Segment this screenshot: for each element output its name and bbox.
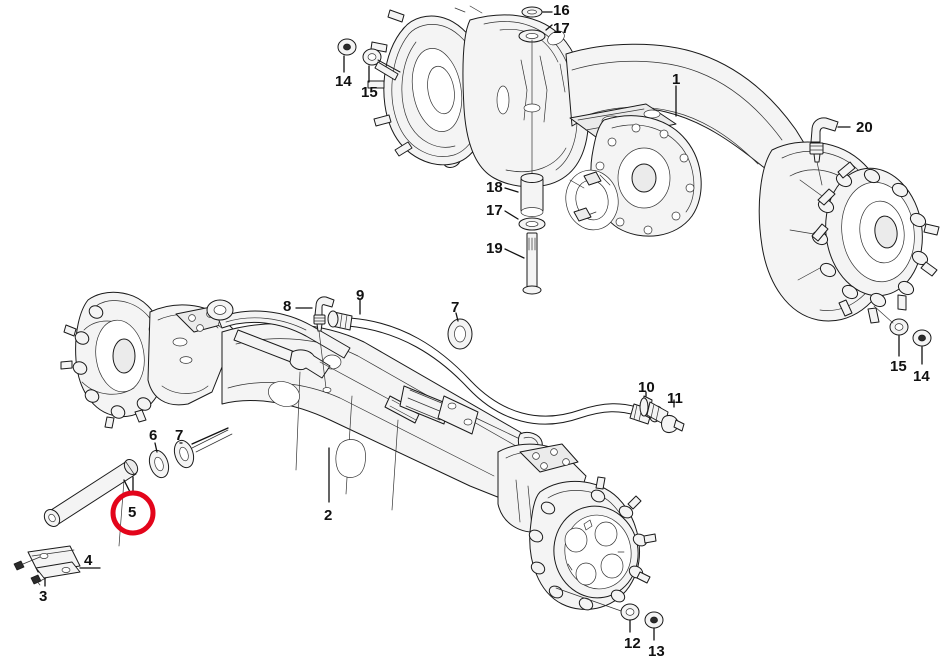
callout-8: 8: [283, 298, 292, 315]
callout-14-upper-left: 14: [335, 73, 352, 90]
callout-5-highlighted: 5: [128, 504, 137, 521]
callout-13: 13: [648, 643, 665, 660]
breather-elbow-fitting: [809, 117, 839, 186]
callout-19: 19: [486, 240, 503, 257]
rear-right-wheel-face: [811, 161, 940, 324]
rear-axle-assembly: [337, 5, 940, 347]
callout-9: 9: [356, 287, 365, 304]
tie-rod-shaft-part-5: [43, 459, 139, 527]
fitting-10-11: [639, 395, 685, 433]
callout-15-upper-left: 15: [361, 84, 378, 101]
callout-20: 20: [856, 119, 873, 136]
callout-14-lower-right: 14: [913, 368, 930, 385]
rear-right-hub: [758, 141, 940, 324]
callout-16: 16: [553, 2, 570, 19]
front-right-hub: [528, 476, 657, 613]
washer-nut-12-13: [620, 603, 664, 629]
callout-7-center: 7: [451, 299, 460, 316]
washers-6-7: [148, 429, 233, 479]
bushing-bolt-stack: [518, 173, 546, 295]
callout-18: 18: [486, 179, 503, 196]
front-steer-axle-assembly: [13, 291, 685, 629]
callout-7-left: 7: [175, 427, 184, 444]
callout-6: 6: [149, 427, 158, 444]
callout-2: 2: [324, 507, 333, 524]
callout-10: 10: [638, 379, 655, 396]
nut-washer-upper-left: [337, 38, 401, 81]
callout-15-lower-right: 15: [890, 358, 907, 375]
front-left-knuckle: [60, 291, 237, 429]
callout-1: 1: [672, 71, 681, 88]
callout-11: 11: [667, 390, 683, 407]
callout-4: 4: [84, 552, 93, 569]
elbow-fitting-8: [313, 296, 335, 393]
callout-17-top: 17: [553, 20, 570, 37]
rear-differential-housing: [462, 14, 813, 237]
callout-12: 12: [624, 635, 641, 652]
callout-leader-lines: [44, 11, 923, 641]
seal-washer-stack-top: [518, 6, 546, 179]
highlight-circle-part-5: [110, 490, 156, 536]
washer-nut-rear-right: [873, 305, 932, 347]
callout-3: 3: [39, 588, 48, 605]
washer-7-center: [447, 318, 473, 350]
callout-17-mid: 17: [486, 202, 503, 219]
bracket-and-bolts: [13, 479, 125, 586]
front-axle-beam: [206, 299, 587, 533]
